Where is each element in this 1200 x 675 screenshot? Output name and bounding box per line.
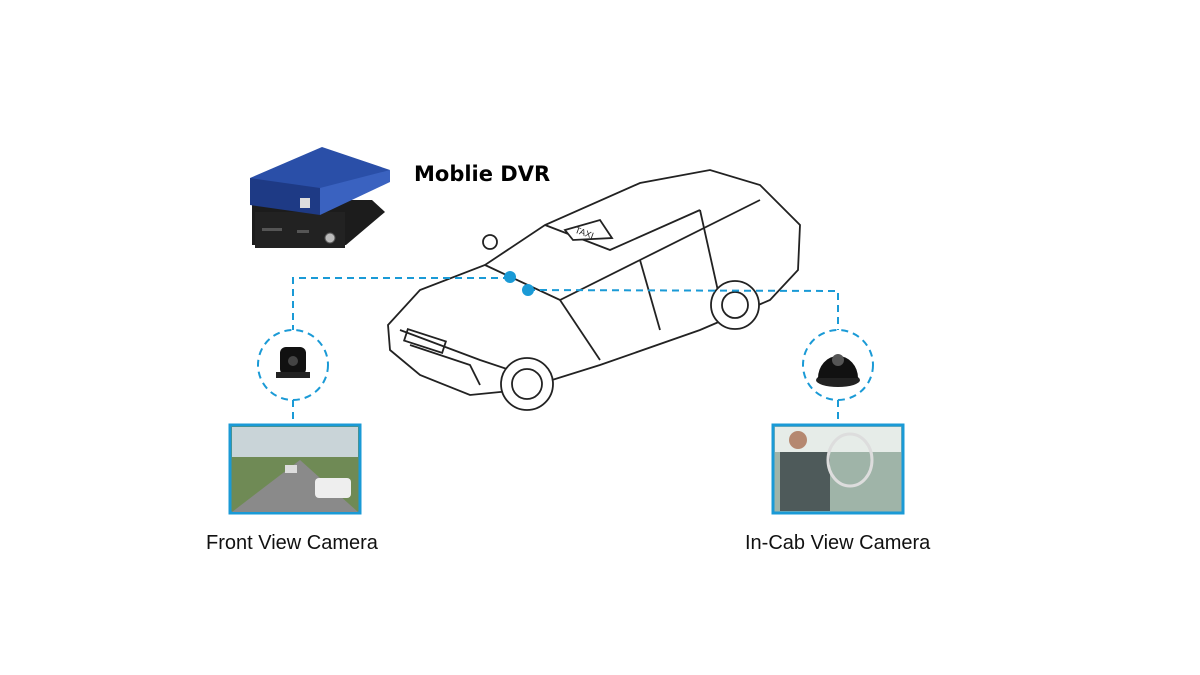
connector-lines	[257, 277, 874, 425]
front-view-photo	[228, 423, 362, 515]
taxi-car-drawing	[387, 169, 801, 411]
cabin-camera-node	[522, 284, 534, 296]
mobile-dvr-image	[250, 147, 390, 248]
dome-camera-icon	[816, 354, 860, 387]
in-cab-view-camera-label: In-Cab View Camera	[745, 532, 931, 554]
mobile-dvr-title: Moblie DVR	[414, 162, 551, 186]
front-camera-node	[504, 271, 516, 283]
front-camera-icon	[276, 347, 310, 378]
in-cab-view-photo	[771, 423, 905, 515]
front-view-camera-label: Front View Camera	[206, 532, 378, 554]
